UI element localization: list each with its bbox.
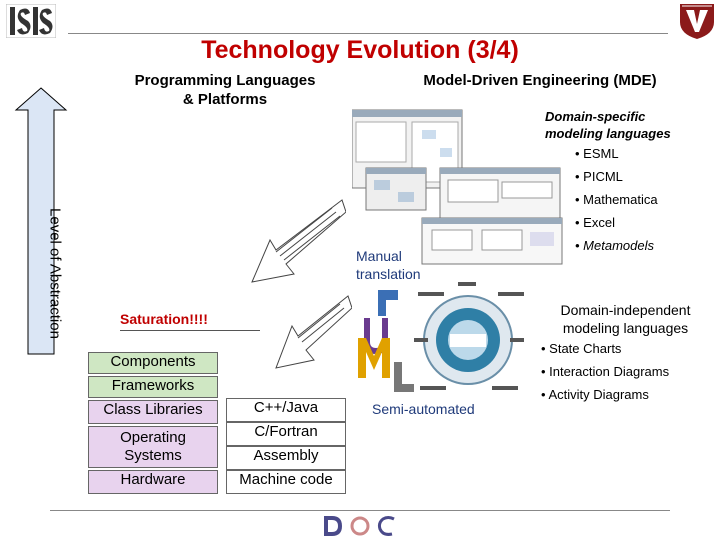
domain-independent-heading: Domain-independent modeling languages xyxy=(531,301,720,337)
stack-item-cpp-java: C++/Java xyxy=(226,398,346,422)
platform-stack: Components Frameworks Class Libraries Op… xyxy=(88,352,218,494)
stack-item-assembly: Assembly xyxy=(226,446,346,470)
axis-label: Level of Abstraction xyxy=(46,208,64,339)
saturation-label: Saturation!!!! xyxy=(120,311,208,327)
stack-item-class-libraries: Class Libraries xyxy=(88,400,218,424)
domain-specific-heading-2: modeling languages xyxy=(545,126,671,141)
stack-item-components: Components xyxy=(88,352,218,374)
saturation-underline xyxy=(120,330,260,331)
stack-item-operating-systems: Operating Systems xyxy=(88,426,218,468)
os-line-2: Systems xyxy=(124,447,182,464)
uml-mda-graphic xyxy=(358,282,528,402)
domain-independent-section: Domain-independent modeling languages • … xyxy=(531,301,720,406)
list-item: • PICML xyxy=(575,169,623,184)
translation-arrow-upper xyxy=(246,196,347,286)
list-item: • ESML xyxy=(575,146,619,161)
doc-logo xyxy=(320,513,400,539)
os-line-1: Operating xyxy=(120,429,186,446)
list-item: • Metamodels xyxy=(575,238,654,253)
header-programming-languages: Programming Languages & Platforms xyxy=(95,71,355,109)
translation-arrow-lower xyxy=(272,292,353,372)
slide-title: Technology Evolution (3/4) xyxy=(201,36,519,64)
list-item: • Interaction Diagrams xyxy=(541,364,670,379)
semi-automated-label: Semi-automated xyxy=(372,401,475,417)
modeling-tool-screenshots xyxy=(351,108,567,266)
header-left-line-2: & Platforms xyxy=(182,91,268,108)
stack-item-hardware: Hardware xyxy=(88,470,218,494)
stack-item-c-fortran: C/Fortran xyxy=(226,422,346,446)
domain-independent-list: • State Charts • Interaction Diagrams • … xyxy=(541,337,720,406)
header-rule xyxy=(68,33,668,34)
domain-specific-heading-1: Domain-specific xyxy=(545,109,646,124)
footer-rule xyxy=(50,510,670,511)
header-left-line-1: Programming Languages xyxy=(134,72,316,89)
domain-specific-list: • ESML • PICML • Mathematica • Excel • M… xyxy=(575,142,720,257)
list-item: • Activity Diagrams xyxy=(541,387,649,402)
abstraction-arrow xyxy=(14,86,68,356)
language-stack: C++/Java C/Fortran Assembly Machine code xyxy=(226,398,346,494)
domain-independent-heading-1: Domain-independent xyxy=(560,302,691,318)
domain-specific-section: Domain-specific modeling languages • ESM… xyxy=(545,108,720,257)
domain-independent-heading-2: modeling languages xyxy=(562,320,689,336)
stack-item-machine-code: Machine code xyxy=(226,470,346,494)
list-item: • State Charts xyxy=(541,341,622,356)
list-item: • Excel xyxy=(575,215,615,230)
domain-specific-heading: Domain-specific modeling languages xyxy=(545,108,720,142)
vanderbilt-logo xyxy=(678,2,716,40)
manual-translation-label: Manual translation xyxy=(356,247,421,283)
isis-logo xyxy=(5,3,57,39)
stack-item-frameworks: Frameworks xyxy=(88,376,218,398)
axis-label-container: Level of Abstraction xyxy=(35,200,64,350)
header-mde: Model-Driven Engineering (MDE) xyxy=(423,72,657,89)
list-item: • Mathematica xyxy=(575,192,658,207)
manual-translation-line-2: translation xyxy=(356,266,421,282)
manual-translation-line-1: Manual xyxy=(356,248,402,264)
